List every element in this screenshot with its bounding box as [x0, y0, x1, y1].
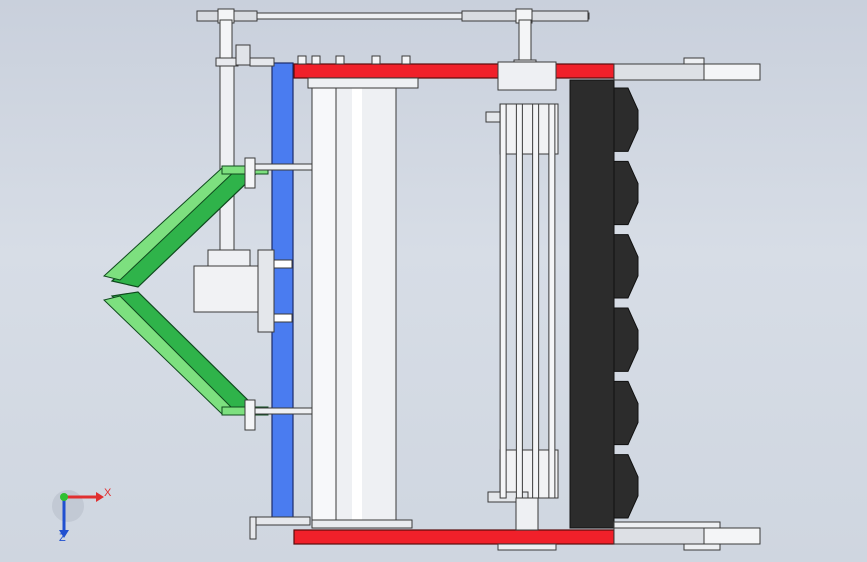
rotor-rod [532, 103, 540, 499]
blade-carrier[interactable] [569, 79, 615, 529]
rotor-rod [499, 103, 507, 499]
right-bearing-bottom[interactable] [487, 449, 559, 551]
cutting-blade [613, 454, 639, 519]
right-arm-bottom[interactable] [613, 521, 761, 551]
origin-dot [60, 493, 68, 501]
blue-mounting-plate[interactable] [249, 57, 311, 540]
rotor-rod [515, 103, 523, 499]
axis-triad: X Z [52, 487, 112, 544]
blade-set[interactable] [613, 87, 639, 519]
top-frame-bolts [297, 55, 419, 89]
x-axis-label: X [104, 487, 112, 499]
top-chain-assembly[interactable] [196, 8, 590, 24]
rotor-rods[interactable] [499, 103, 556, 499]
main-drum[interactable] [311, 79, 413, 529]
red-frame-bottom[interactable] [293, 529, 615, 545]
gearbox[interactable] [193, 249, 293, 333]
right-arm-top[interactable] [613, 57, 761, 81]
red-frame-top[interactable] [293, 63, 615, 79]
guard-connecting-rods[interactable] [244, 157, 313, 431]
z-axis-label: Z [59, 532, 66, 544]
cutting-blade [613, 234, 639, 299]
left-drive-shaft[interactable] [215, 19, 251, 252]
cutting-blade [613, 380, 639, 446]
cutting-blade [613, 160, 639, 226]
cutting-blade [613, 307, 639, 372]
rotor-rod [548, 103, 556, 499]
cutting-blade [613, 87, 639, 152]
right-bearing-top[interactable] [485, 61, 559, 155]
